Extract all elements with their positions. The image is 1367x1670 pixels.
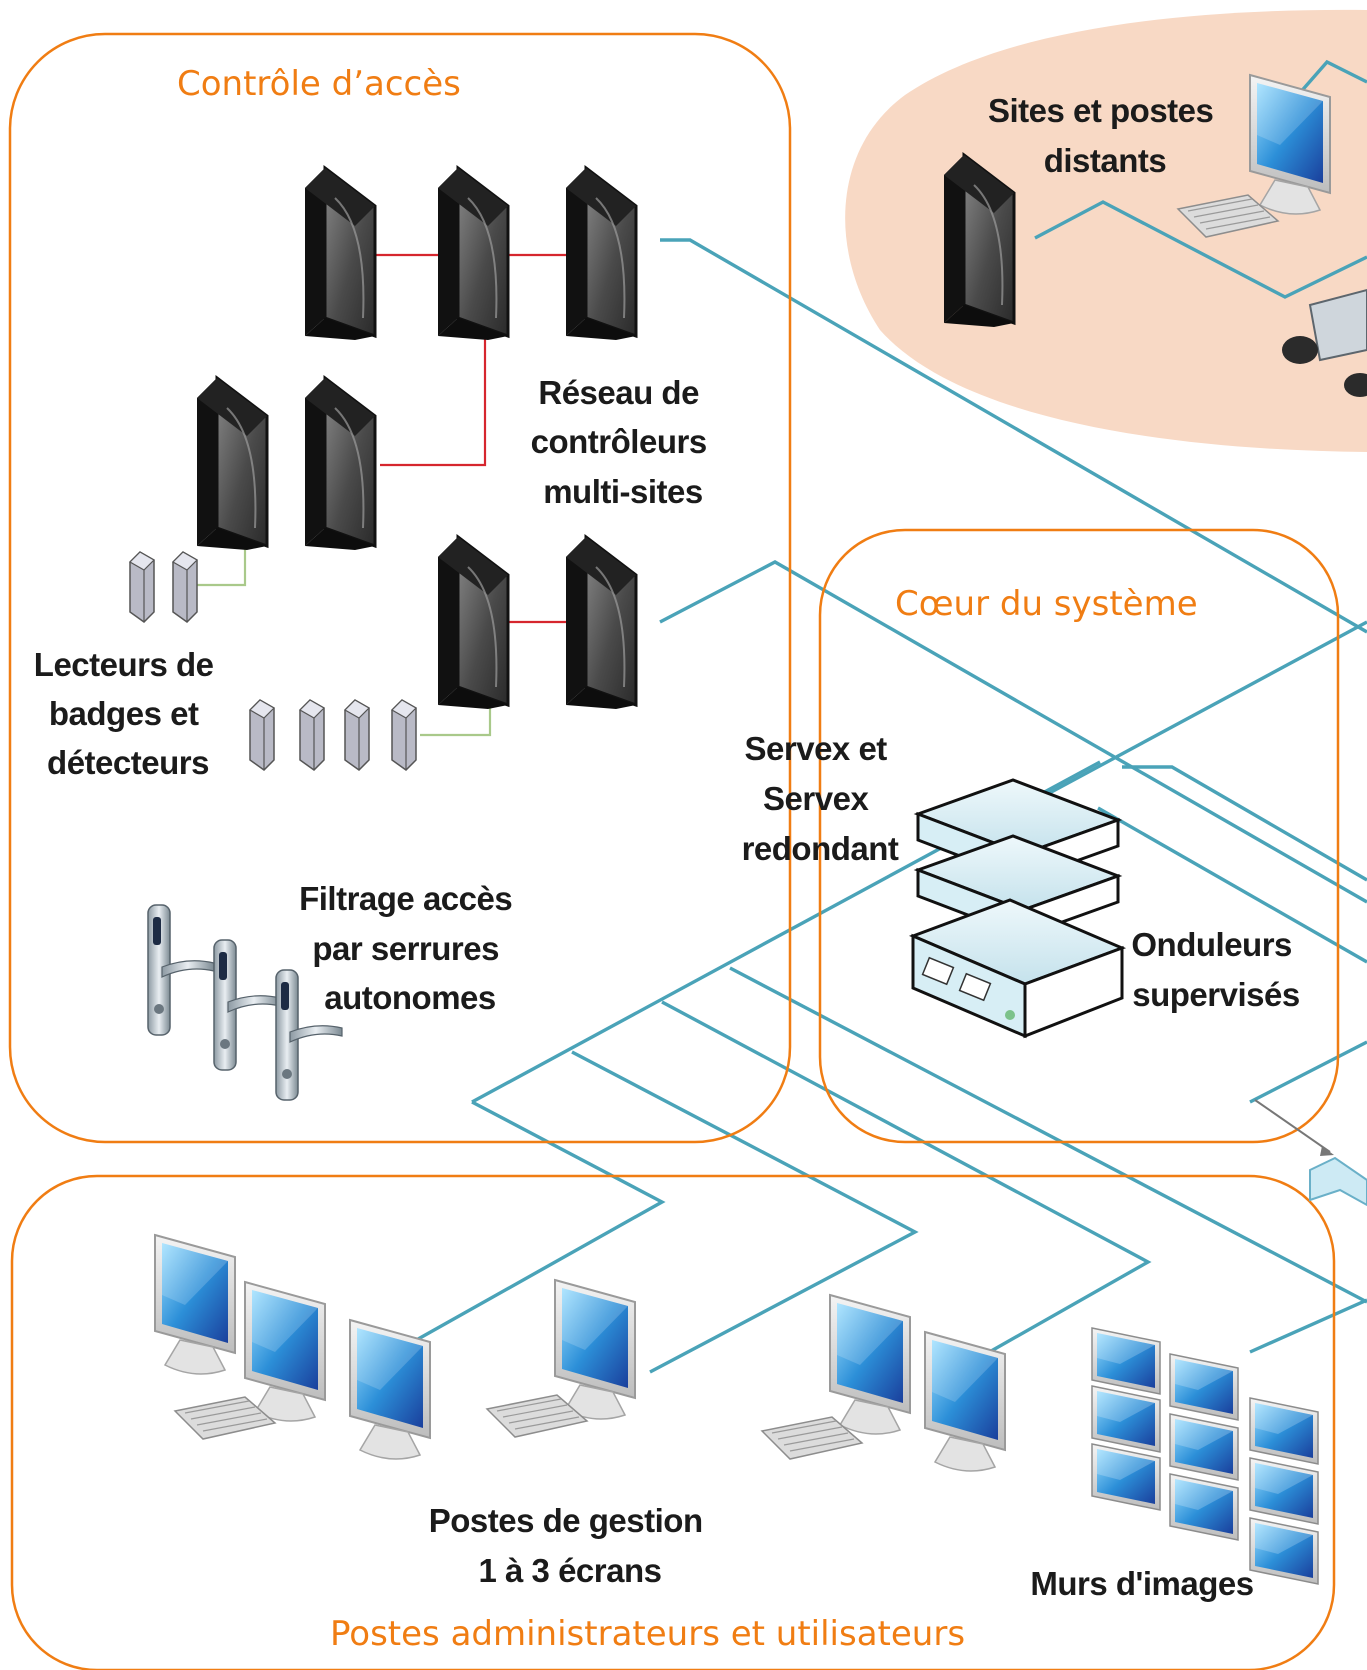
servex-label: Servex et Servex redondant xyxy=(742,730,899,867)
server-tower-icon xyxy=(564,166,638,342)
network-switch-icon xyxy=(1254,1099,1367,1207)
server-tower-icon xyxy=(195,376,269,552)
zone-title-workstations: Postes administrateurs et utilisateurs xyxy=(330,1614,965,1654)
server-tower-icon xyxy=(436,166,510,342)
badge-reader-icon xyxy=(172,551,198,623)
monitor-icon xyxy=(829,1294,911,1435)
door-handle-icon xyxy=(213,939,281,1071)
monitor-icon xyxy=(244,1281,326,1422)
monitor-icon xyxy=(924,1331,1006,1472)
badge-reader-icon xyxy=(391,699,417,771)
locks-label: Filtrage accès par serrures autonomes xyxy=(299,880,521,1016)
monitor-icon xyxy=(154,1234,236,1375)
workstation-two-screens xyxy=(761,1294,1006,1472)
server-tower-icon xyxy=(303,376,377,552)
video-wall-icon xyxy=(1091,1327,1319,1585)
reader-links xyxy=(190,540,492,737)
zone-title-core: Cœur du système xyxy=(895,584,1198,624)
ups-label: Onduleurs supervisés xyxy=(1131,926,1300,1013)
core-zone xyxy=(818,528,1340,1144)
readers-label: Lecteurs de badges et détecteurs xyxy=(34,646,222,781)
server-tower-icon xyxy=(303,166,377,342)
ups-icon xyxy=(908,898,1127,1039)
controller-links xyxy=(375,253,570,624)
security-camera-icon xyxy=(1282,288,1367,397)
badge-reader-icon xyxy=(344,699,370,771)
door-handle-icon xyxy=(147,904,215,1036)
workstations-zone xyxy=(10,1174,1336,1670)
management-label: Postes de gestion 1 à 3 écrans xyxy=(429,1502,712,1589)
monitor-icon xyxy=(554,1279,636,1420)
workstation-three-screens xyxy=(154,1234,431,1460)
access-control-zone xyxy=(8,32,792,1144)
workstation-one-screen xyxy=(486,1279,636,1438)
zone-title-access-control: Contrôle d’accès xyxy=(177,64,461,104)
controllers-label: Réseau de contrôleurs multi-sites xyxy=(531,374,716,510)
network-links xyxy=(394,59,1367,1374)
video-wall-label: Murs d'images xyxy=(1030,1565,1253,1602)
server-tower-icon xyxy=(436,535,510,711)
server-tower-icon xyxy=(564,535,638,711)
badge-reader-icon xyxy=(129,551,155,623)
remote-sites-label: Sites et postes distants xyxy=(988,92,1222,179)
remote-sites-zone xyxy=(845,9,1367,452)
badge-reader-icon xyxy=(299,699,325,771)
monitor-icon xyxy=(349,1319,431,1460)
badge-reader-icon xyxy=(249,699,275,771)
